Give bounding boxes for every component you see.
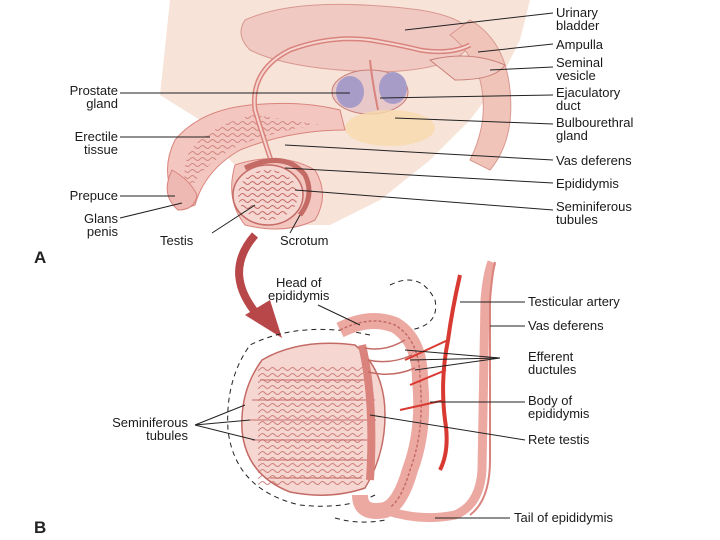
label-glans-penis: Glans penis (84, 211, 118, 239)
testis-a-tubules (238, 170, 298, 220)
prostate-lobe-left (336, 76, 364, 108)
label-seminiferous-tubules-b: Seminiferous tubules (112, 415, 188, 443)
panel-a-illustration (160, 0, 530, 230)
label-seminal-vesicle: Seminal vesicle (556, 55, 603, 83)
glans (166, 169, 198, 211)
bulbourethral-region (345, 110, 435, 146)
label-epididymis-a: Epididymis (556, 176, 619, 191)
efferent-ductules-b (364, 339, 416, 375)
label-tail-of-epididymis: Tail of epididymis (514, 510, 613, 525)
label-prostate-gland: Prostate gland (69, 83, 118, 111)
seminiferous-tubules-b (258, 365, 363, 485)
seminal-vesicle (428, 55, 506, 81)
epididymis-a (243, 157, 312, 217)
panel-b-letter: B (34, 518, 47, 537)
label-efferent-ductules: Efferent ductules (528, 349, 577, 377)
upper-outline (389, 279, 437, 331)
label-scrotum: Scrotum (280, 233, 329, 248)
tail-epididymis-b (383, 260, 497, 523)
label-erectile-tissue: Erectile tissue (74, 129, 118, 157)
prostate-lobe-right (379, 72, 407, 104)
panel-a-leader-lines (119, 12, 554, 234)
label-rete-testis: Rete testis (528, 432, 590, 447)
lower-outline (334, 517, 386, 523)
vas-deferens-inner (253, 37, 471, 216)
label-ampulla: Ampulla (556, 37, 603, 52)
label-head-of-epididymis: Head of epididymis (268, 275, 330, 303)
label-bulbourethral-gland: Bulbourethral gland (556, 115, 634, 143)
erectile-tissue-pattern (184, 115, 320, 195)
label-testis-a: Testis (160, 233, 194, 248)
panel-b-leader-lines (194, 301, 526, 519)
label-vas-deferens-a: Vas deferens (556, 153, 632, 168)
vas-deferens-b (469, 261, 496, 516)
panel-a-letter: A (34, 248, 47, 267)
label-seminiferous-tubules-a: Seminiferous tubules (556, 199, 632, 227)
ejaculatory-duct-path (369, 59, 379, 111)
label-urinary-bladder: Urinary bladder (556, 5, 600, 33)
rete-testis-b (358, 344, 376, 481)
label-testicular-artery: Testicular artery (528, 294, 620, 309)
label-prepuce: Prepuce (69, 188, 118, 203)
label-vas-deferens-b: Vas deferens (528, 318, 604, 333)
testicular-artery-b (438, 274, 462, 471)
label-ejaculatory-duct: Ejaculatory duct (556, 85, 621, 113)
label-body-of-epididymis: Body of epididymis (528, 393, 590, 421)
transition-arrowhead (245, 300, 282, 338)
